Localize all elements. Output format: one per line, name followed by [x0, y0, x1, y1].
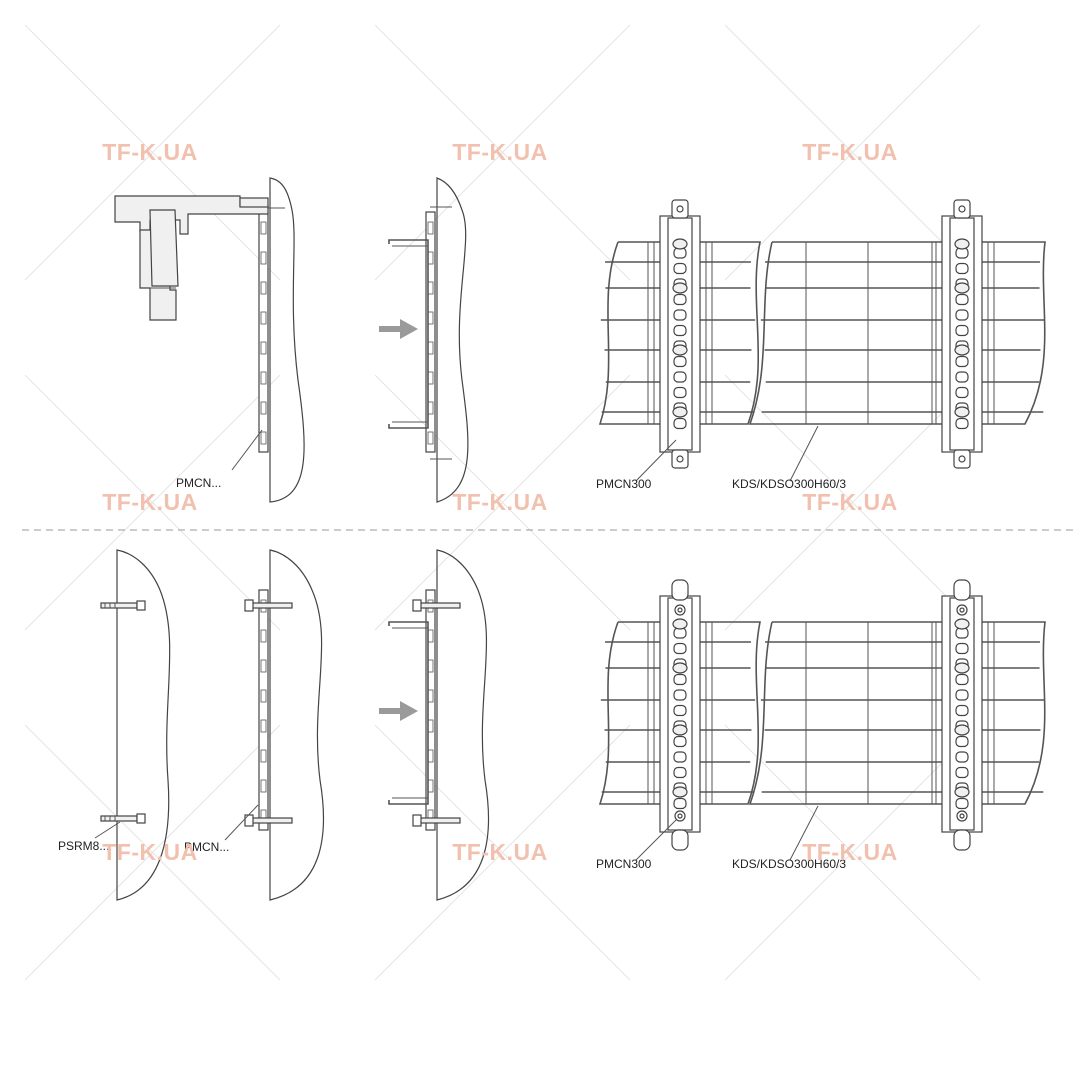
- watermark-text: TF-K.UA: [452, 839, 547, 865]
- wall-mount-step-3: PMCN...: [184, 549, 325, 901]
- wall-section: [436, 549, 490, 901]
- watermark-text: TF-K.UA: [452, 489, 547, 515]
- wall-mount-step-1: PMCN...: [114, 177, 305, 503]
- bracket-slots: [427, 599, 434, 823]
- tray-bracket: [935, 579, 989, 851]
- watermark-text: TF-K.UA: [802, 489, 897, 515]
- watermark-text: TF-K.UA: [102, 489, 197, 515]
- watermark-text: TF-K.UA: [102, 139, 197, 165]
- tray-front-view-top: PMCN300 KDS/KDSO300H60/3: [596, 199, 1046, 491]
- wall-bracket: [425, 211, 436, 453]
- label-wall-bracket-top: PMCN...: [176, 476, 221, 490]
- watermark-text: TF-K.UA: [802, 139, 897, 165]
- label-tray-bracket-bottom: PMCN300: [596, 857, 652, 871]
- watermark-text: TF-K.UA: [102, 839, 197, 865]
- tray-front-view-bottom: PMCN300 KDS/KDSO300H60/3: [596, 579, 1046, 871]
- pliers-tool-icon: [114, 195, 269, 321]
- anchor-bolt-lower: [100, 813, 146, 824]
- tray-bracket: [653, 199, 707, 469]
- wall-bracket: [425, 589, 436, 831]
- arrow-right-icon: [379, 319, 418, 339]
- wall-anchor-step: PSRM8...: [58, 549, 171, 901]
- label-tray-bracket-top: PMCN300: [596, 477, 652, 491]
- label-tray-top: KDS/KDSO300H60/3: [732, 477, 846, 491]
- label-tray-bottom: KDS/KDSO300H60/3: [732, 857, 846, 871]
- wall-section: [116, 549, 171, 901]
- watermark-diagonals: [24, 24, 981, 981]
- label-anchor: PSRM8...: [58, 839, 109, 853]
- wall-mount-step-4: [379, 549, 490, 901]
- anchor-bolt-upper: [100, 600, 146, 611]
- wall-section: [269, 549, 325, 901]
- tray-bracket: [935, 199, 989, 469]
- tray-bracket: [653, 579, 707, 851]
- wall-bracket: [258, 589, 269, 831]
- label-wall-bracket-bottom: PMCN...: [184, 840, 229, 854]
- watermark-layer: TF-K.UA TF-K.UA TF-K.UA TF-K.UA TF-K.UA TF-K.…: [102, 139, 897, 865]
- wall-mount-step-2: [379, 177, 469, 503]
- arrow-right-icon: [379, 701, 418, 721]
- bracket-slots: [260, 221, 267, 445]
- wall-section: [436, 177, 469, 503]
- wall-bracket: [258, 211, 269, 453]
- watermark-text: TF-K.UA: [802, 839, 897, 865]
- watermark-text: TF-K.UA: [452, 139, 547, 165]
- wall-section: [269, 177, 305, 503]
